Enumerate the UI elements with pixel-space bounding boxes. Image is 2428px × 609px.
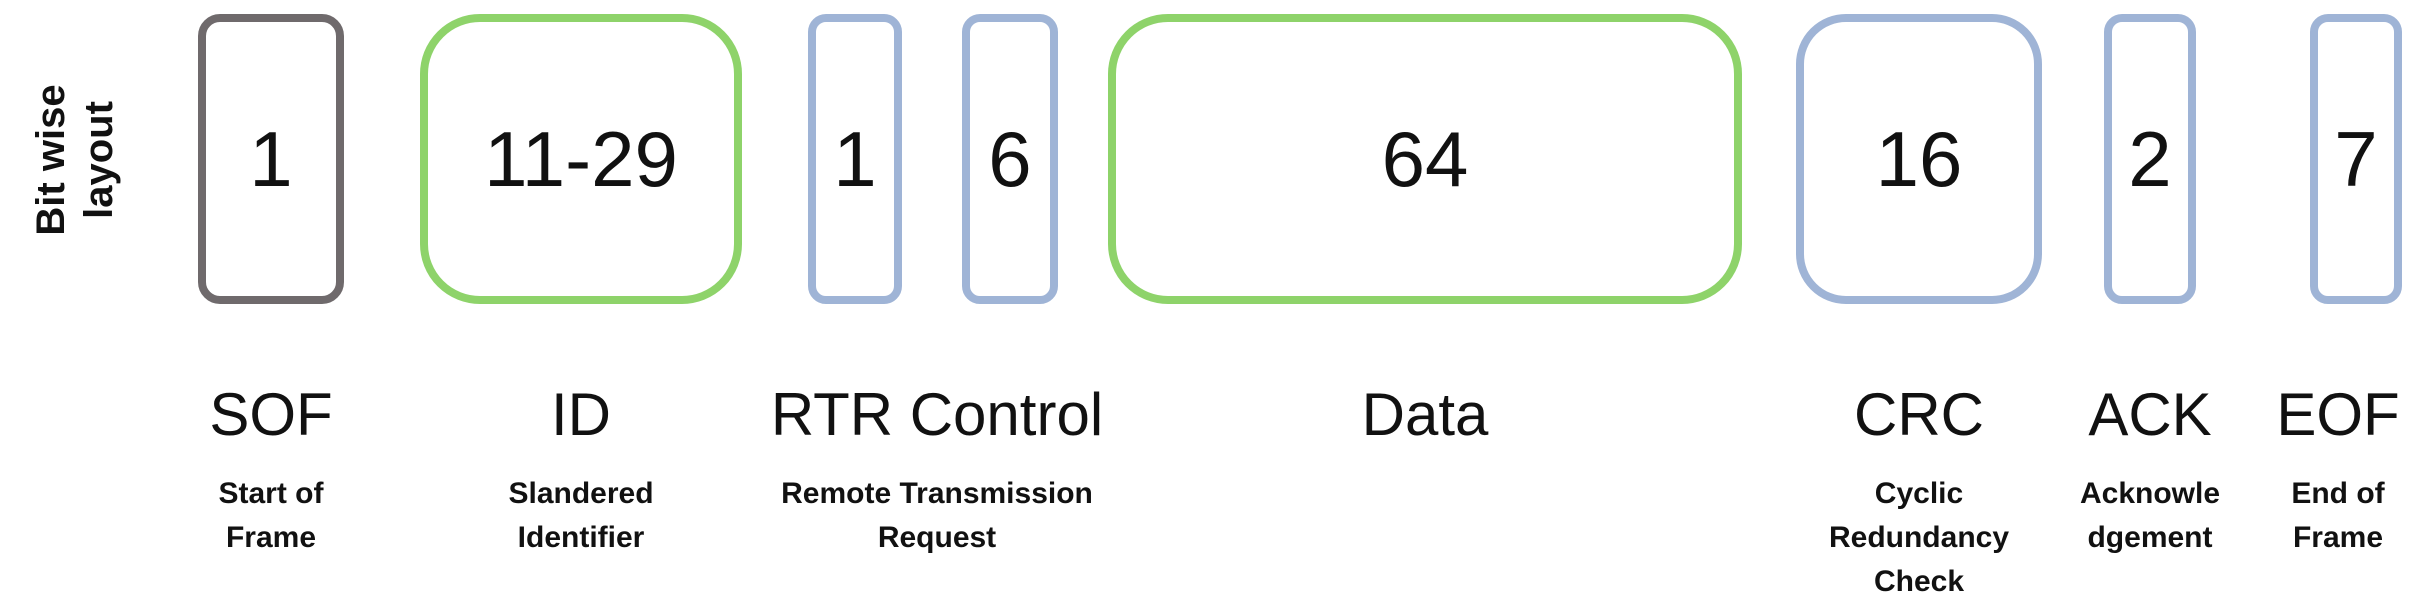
- ack-desc: Acknowle dgement: [2050, 472, 2250, 560]
- side-label-line-2: layout: [77, 101, 121, 219]
- sof-box: 1: [198, 14, 344, 304]
- sof-name: SOF: [209, 381, 333, 448]
- crc-bits: 16: [1875, 114, 1963, 203]
- ack-bits: 2: [2128, 114, 2172, 203]
- sof-bits: 1: [249, 114, 293, 203]
- data-bits: 64: [1381, 114, 1469, 203]
- data-name: Data: [1361, 381, 1489, 448]
- id-box: 11-29: [420, 14, 742, 304]
- eof-box: 7: [2310, 14, 2402, 304]
- side-label-line-1: Bit wise: [29, 84, 73, 236]
- eof-bits: 7: [2334, 114, 2378, 203]
- rtr-desc: Remote Transmission Request: [737, 472, 1137, 560]
- sof-desc: Start of Frame: [171, 472, 371, 560]
- ack-box: 2: [2104, 14, 2196, 304]
- crc-desc: Cyclic Redundancy Check: [1799, 472, 2039, 604]
- rtr-desc-line: Request: [877, 521, 997, 554]
- eof-desc-line: End of: [2291, 477, 2385, 510]
- data-box: 64: [1108, 14, 1742, 304]
- id-desc: Slandered Identifier: [471, 472, 691, 560]
- id-bits: 11-29: [484, 114, 678, 203]
- control-bits: 6: [988, 114, 1032, 203]
- eof-desc: End of Frame: [2258, 472, 2418, 560]
- sof-desc-line: Start of: [218, 477, 324, 510]
- eof-name: EOF: [2276, 381, 2400, 448]
- crc-desc-line: Check: [1873, 565, 1965, 598]
- id-name: ID: [551, 381, 611, 448]
- rtr-desc-line: Remote Transmission: [781, 477, 1093, 510]
- crc-name: CRC: [1854, 381, 1984, 448]
- rtr-box: 1: [808, 14, 902, 304]
- crc-desc-line: Cyclic: [1874, 477, 1964, 510]
- id-desc-line: Slandered: [508, 477, 654, 510]
- eof-desc-line: Frame: [2292, 521, 2384, 554]
- crc-desc-line: Redundancy: [1828, 521, 2010, 554]
- ack-name: ACK: [2088, 381, 2212, 448]
- ack-desc-line: dgement: [2087, 521, 2213, 554]
- rtr-bits: 1: [833, 114, 877, 203]
- side-label: Bit wise layout: [0, 0, 150, 320]
- sof-desc-line: Frame: [225, 521, 317, 554]
- id-desc-line: Identifier: [517, 521, 645, 554]
- crc-box: 16: [1796, 14, 2042, 304]
- rtr-control-name: RTR Control: [770, 381, 1104, 448]
- ack-desc-line: Acknowle: [2079, 477, 2221, 510]
- control-box: 6: [962, 14, 1058, 304]
